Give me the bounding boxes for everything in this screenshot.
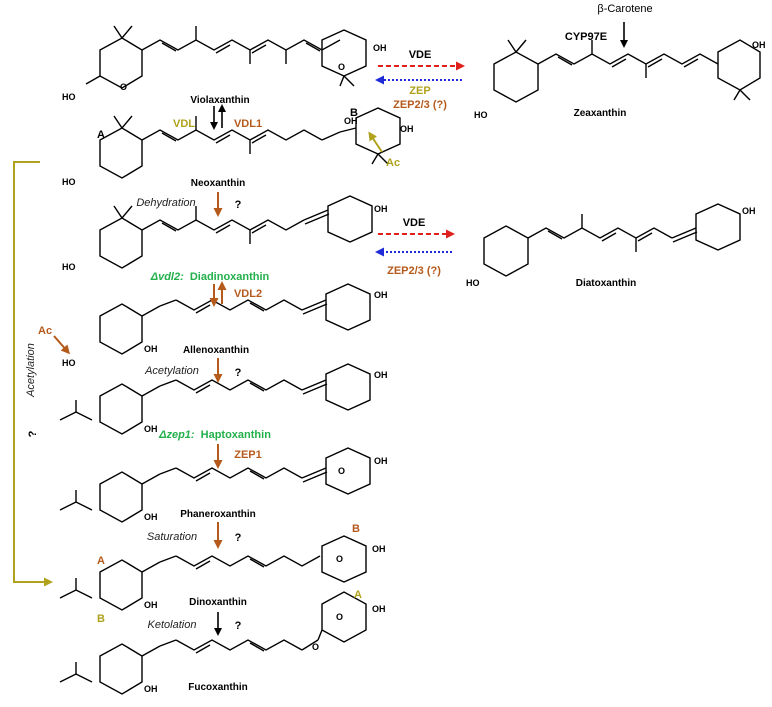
vde-top-label: VDE <box>409 49 432 61</box>
haptoxanthin-name: Haptoxanthin <box>201 429 272 441</box>
dinoxanthin-oh-left: OH <box>144 600 158 610</box>
fucoxanthin-keto-o: O <box>312 642 319 652</box>
allenoxanthin-structure <box>99 283 371 355</box>
side-acetylation-unknown: ? <box>27 430 39 437</box>
zep23-top-label: ZEP2/3 (?) <box>393 99 447 111</box>
beta-carotene-label: β-Carotene <box>597 3 652 15</box>
fucoxanthin-oh-left: OH <box>144 684 158 694</box>
allenoxanthin-oh-left: OH <box>144 344 158 354</box>
ring-a-neoxanthin: A <box>97 129 105 141</box>
haptoxanthin-structure <box>59 363 371 435</box>
violaxanthin-label: Violaxanthin <box>190 95 249 106</box>
ring-b-dinoxanthin-bottom: B <box>97 613 105 625</box>
zep-top-label: ZEP <box>409 85 430 97</box>
dehydration-label: Dehydration <box>136 197 195 209</box>
neoxanthin-oh-label: OH <box>400 124 414 134</box>
ac-orange-label: Ac <box>38 325 52 337</box>
phaneroxanthin-structure <box>59 447 371 523</box>
diatoxanthin-ho-label: HO <box>466 278 480 288</box>
violaxanthin-epoxide-o-right: O <box>338 62 345 72</box>
neoxanthin-label: Neoxanthin <box>191 178 245 189</box>
vdl1-label: VDL1 <box>234 118 262 130</box>
haptoxanthin-label: Δzep1: Haptoxanthin <box>158 429 271 441</box>
neoxanthin-structure <box>99 107 401 179</box>
zep1-mutant-prefix: Δzep1: <box>158 429 195 441</box>
phaneroxanthin-epoxide-o: O <box>338 466 345 476</box>
diadinoxanthin-ho-label: HO <box>62 262 76 272</box>
phaneroxanthin-oh-label: OH <box>374 456 388 466</box>
haptoxanthin-oh-left: OH <box>144 424 158 434</box>
ring-a-dinoxanthin-top: A <box>97 555 105 567</box>
haptoxanthin-oh-label: OH <box>374 370 388 380</box>
diatoxanthin-structure <box>483 203 741 277</box>
zep23-mid-label: ZEP2/3 (?) <box>387 265 441 277</box>
zep1-label: ZEP1 <box>234 449 262 461</box>
diatoxanthin-label: Diatoxanthin <box>576 278 637 289</box>
ac-olive-arrow <box>368 131 383 153</box>
neoxanthin-oh-allene: OH <box>344 116 358 126</box>
dinoxanthin-structure <box>59 535 367 611</box>
ac-orange-arrow <box>53 335 70 355</box>
dinoxanthin-label: Dinoxanthin <box>189 597 247 608</box>
fucoxanthin-oh-label: OH <box>372 604 386 614</box>
phaneroxanthin-oh-left: OH <box>144 512 158 522</box>
saturation-label: Saturation <box>147 531 197 543</box>
fucoxanthin-structure <box>59 591 367 695</box>
fucoxanthin-epoxide-o: O <box>336 612 343 622</box>
ring-b-neoxanthin: B <box>350 107 358 119</box>
vdl2-mutant-prefix: Δvdl2: <box>150 271 184 283</box>
ac-olive-label: Ac <box>386 157 400 169</box>
acetylation-unknown: ? <box>235 367 242 379</box>
zeaxanthin-ho-label: HO <box>474 110 488 120</box>
phaneroxanthin-label: Phaneroxanthin <box>180 509 256 520</box>
violaxanthin-structure <box>85 25 367 89</box>
diadinoxanthin-oh-label: OH <box>374 204 388 214</box>
allenoxanthin-oh-label: OH <box>374 290 388 300</box>
allenoxanthin-label: Allenoxanthin <box>183 345 249 356</box>
ketolation-label: Ketolation <box>148 619 197 631</box>
ring-a-dinoxanthin-bottom: A <box>354 589 362 601</box>
violaxanthin-oh-label: OH <box>373 43 387 53</box>
saturation-unknown: ? <box>235 532 242 544</box>
dinoxanthin-oh-label: OH <box>372 544 386 554</box>
neoxanthin-ho-label: HO <box>62 177 76 187</box>
violaxanthin-epoxide-o-left: O <box>120 82 127 92</box>
cyp97e-label: CYP97E <box>565 31 607 43</box>
violaxanthin-ho-label: HO <box>62 92 76 102</box>
zeaxanthin-label: Zeaxanthin <box>574 108 627 119</box>
zeaxanthin-structure <box>493 39 761 103</box>
fucoxanthin-label: Fucoxanthin <box>188 682 247 693</box>
dehydration-unknown: ? <box>235 199 242 211</box>
diadinoxanthin-structure <box>99 195 373 269</box>
diatoxanthin-oh-label: OH <box>742 206 756 216</box>
vde-mid-label: VDE <box>403 217 426 229</box>
dinoxanthin-epoxide-o: O <box>336 554 343 564</box>
side-acetylation-bracket <box>13 161 53 587</box>
allenoxanthin-ho-label: HO <box>62 358 76 368</box>
side-acetylation-label: Acetylation <box>25 343 37 398</box>
acetylation-label: Acetylation <box>144 365 199 377</box>
diadinoxanthin-name: Diadinoxanthin <box>190 271 270 283</box>
diadinoxanthin-label: Δvdl2: Diadinoxanthin <box>150 271 270 283</box>
vdl2-label: VDL2 <box>234 288 262 300</box>
vdl-label: VDL <box>173 118 195 130</box>
zeaxanthin-oh-label: OH <box>752 40 766 50</box>
ring-b-dinoxanthin-top: B <box>352 523 360 535</box>
ketolation-unknown: ? <box>235 620 242 632</box>
